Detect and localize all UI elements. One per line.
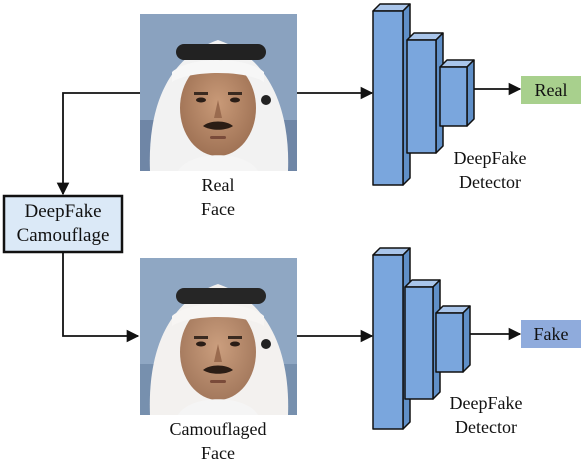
real-face-label-line1: Real — [201, 175, 235, 195]
real-face-label-line2: Face — [201, 199, 235, 219]
connector-face-to-camouflage — [56, 92, 140, 196]
top-detector-icon — [372, 3, 475, 186]
bottom-detector-icon — [372, 247, 471, 430]
real-output-box — [521, 76, 581, 104]
fake-output-box — [521, 320, 581, 348]
camouflaged-face-image — [140, 258, 297, 415]
bottom-detector-label-line2: Detector — [455, 417, 517, 437]
camouflaged-face-label: Camouflaged Face — [148, 417, 288, 465]
top-detector-label: DeepFake Detector — [430, 146, 550, 194]
camouflaged-face-label-line2: Face — [201, 443, 235, 463]
top-detector-label-line2: Detector — [459, 172, 521, 192]
real-face-label: Real Face — [168, 173, 268, 221]
top-detector-label-line1: DeepFake — [453, 148, 527, 168]
bottom-detector-label-line1: DeepFake — [449, 393, 523, 413]
camouflage-label: DeepFake Camouflage — [4, 200, 122, 248]
real-face-image — [140, 14, 297, 171]
bottom-detector-label: DeepFake Detector — [426, 391, 546, 439]
camouflage-box — [2, 194, 124, 254]
connector-camouflage-to-face — [62, 253, 140, 343]
camouflage-label-line1: DeepFake — [24, 201, 102, 222]
camouflaged-face-label-line1: Camouflaged — [169, 419, 267, 439]
camouflage-label-line2: Camouflage — [16, 225, 110, 246]
real-output-label: Real — [534, 80, 568, 100]
fake-output-label: Fake — [533, 324, 569, 344]
